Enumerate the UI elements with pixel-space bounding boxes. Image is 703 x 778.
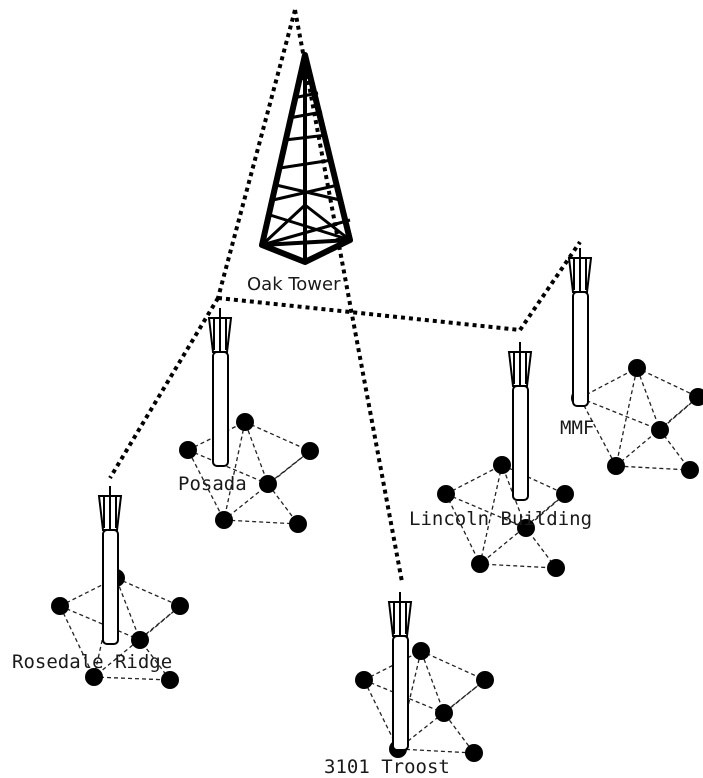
mast-troost <box>387 592 413 751</box>
node-dot <box>179 441 197 459</box>
node-dot <box>628 359 646 377</box>
node-dot <box>131 631 149 649</box>
node-dot <box>465 744 483 762</box>
node-dot <box>476 671 494 689</box>
node-dot <box>171 597 189 615</box>
node-dot <box>435 704 453 722</box>
oak-tower-label: Oak Tower <box>247 274 341 295</box>
node-dot <box>471 555 489 573</box>
mast-rosedale <box>97 486 123 645</box>
3101-troost-label: 3101 Troost <box>324 756 450 778</box>
mesh-troost <box>355 642 494 762</box>
node-dot <box>215 511 233 529</box>
lincoln-building-label: Lincoln Building <box>409 508 593 530</box>
posada-label: Posada <box>178 473 247 495</box>
node-dot <box>517 519 535 537</box>
node-dot <box>547 559 565 577</box>
link-oak-to-posada-hub <box>216 9 297 299</box>
node-dot <box>437 485 455 503</box>
mast-mmf <box>567 248 593 407</box>
node-dot <box>259 475 277 493</box>
mesh-lincoln <box>437 456 574 577</box>
node-dot <box>161 671 179 689</box>
node-dot <box>689 388 703 406</box>
link-posada-hub-to-lincoln-hub <box>217 296 521 332</box>
mesh-posada <box>179 413 319 533</box>
link-oak-to-troost <box>293 9 404 583</box>
node-dot <box>556 485 574 503</box>
rosedale-ridge-label: Rosedale Ridge <box>12 651 173 673</box>
node-dot <box>236 413 254 431</box>
node-dot <box>355 671 373 689</box>
node-dot <box>651 421 669 439</box>
lattice-tower-icon <box>259 52 353 265</box>
node-dot <box>301 442 319 460</box>
link-lincoln-hub-to-mmf <box>518 240 582 332</box>
mast-lincoln <box>507 342 533 501</box>
node-dot <box>289 515 307 533</box>
node-dot <box>85 668 103 686</box>
node-dot <box>493 456 511 474</box>
node-dot <box>51 597 69 615</box>
backhaul-links <box>108 9 582 583</box>
node-dot <box>412 642 430 660</box>
node-dot <box>607 457 625 475</box>
node-dot <box>681 461 699 479</box>
antenna-mast-icon <box>207 308 233 353</box>
antenna-mast-icon <box>567 248 593 293</box>
link-posada-hub-to-rosedale <box>108 296 220 480</box>
antenna-mast-icon <box>97 486 123 531</box>
antenna-mast-icon <box>507 342 533 387</box>
mmf-label: MMF <box>560 417 595 439</box>
antenna-mast-icon <box>387 592 413 637</box>
mast-posada <box>207 308 233 467</box>
